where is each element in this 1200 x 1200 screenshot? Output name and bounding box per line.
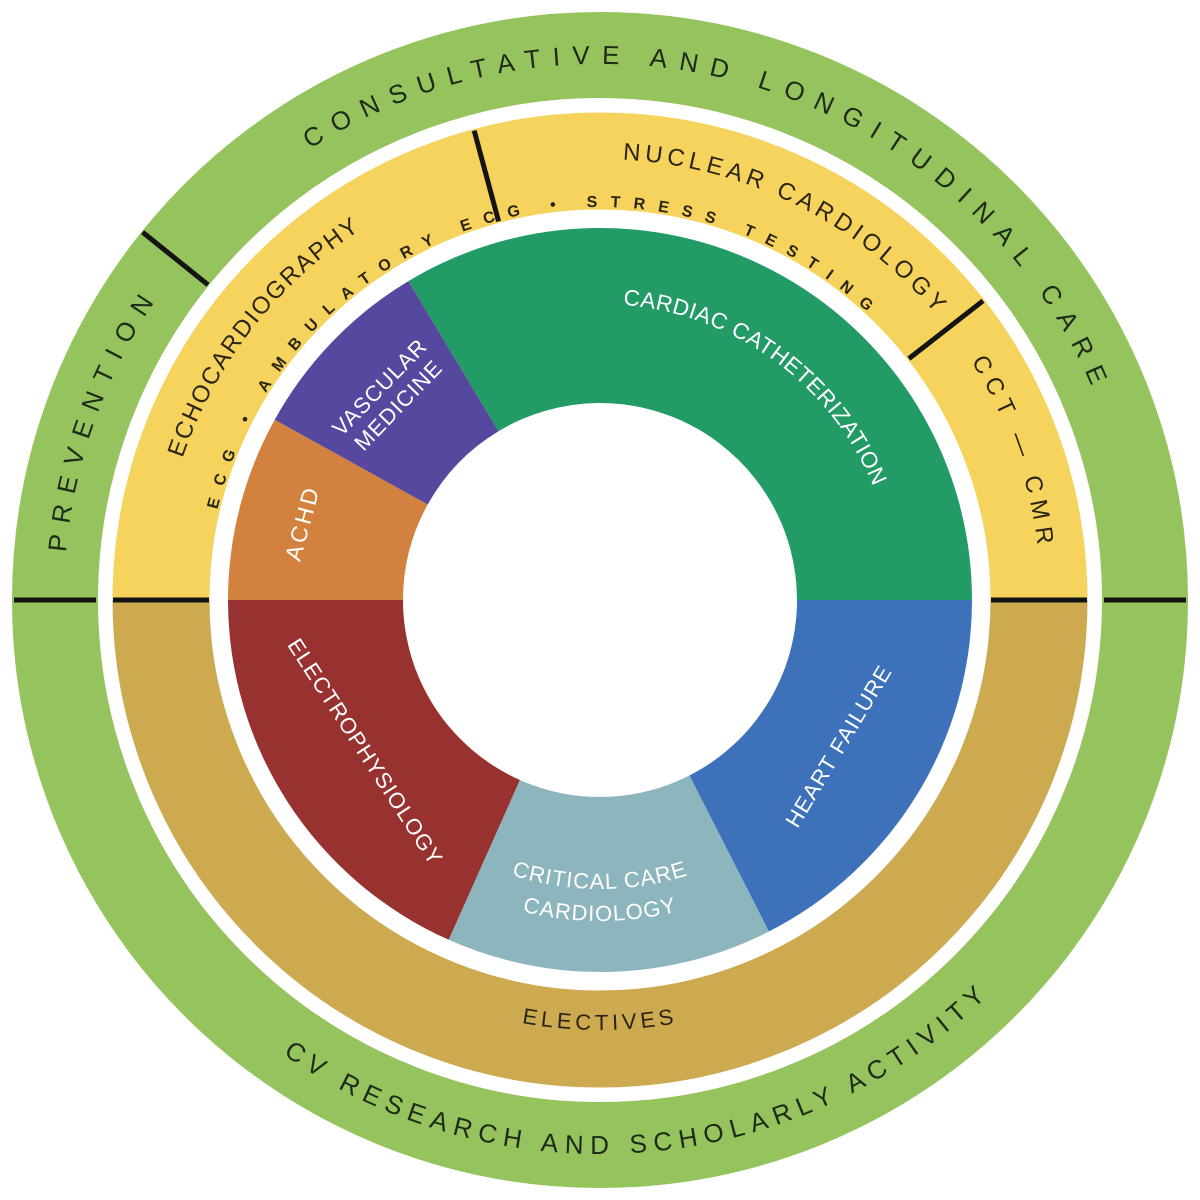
- ring-dividers: [14, 129, 1186, 603]
- middle-ring-top: [112, 112, 1088, 601]
- divider-echo-nuclear: [471, 129, 502, 223]
- segment-electrophysiology: [228, 600, 520, 940]
- divider-outer-upper-left: [141, 230, 210, 287]
- divider-nuclear-cct: [907, 298, 985, 361]
- inner-wheel: [228, 227, 972, 973]
- segment-vascular-medicine: [274, 281, 499, 505]
- segment-heart-failure: [689, 600, 972, 932]
- segment-cardiac-catheterization: [408, 227, 972, 600]
- segment-critical-care-cardiology: [448, 775, 769, 973]
- middle-ring-bottom: [112, 599, 1088, 1088]
- segment-achd: [228, 419, 428, 600]
